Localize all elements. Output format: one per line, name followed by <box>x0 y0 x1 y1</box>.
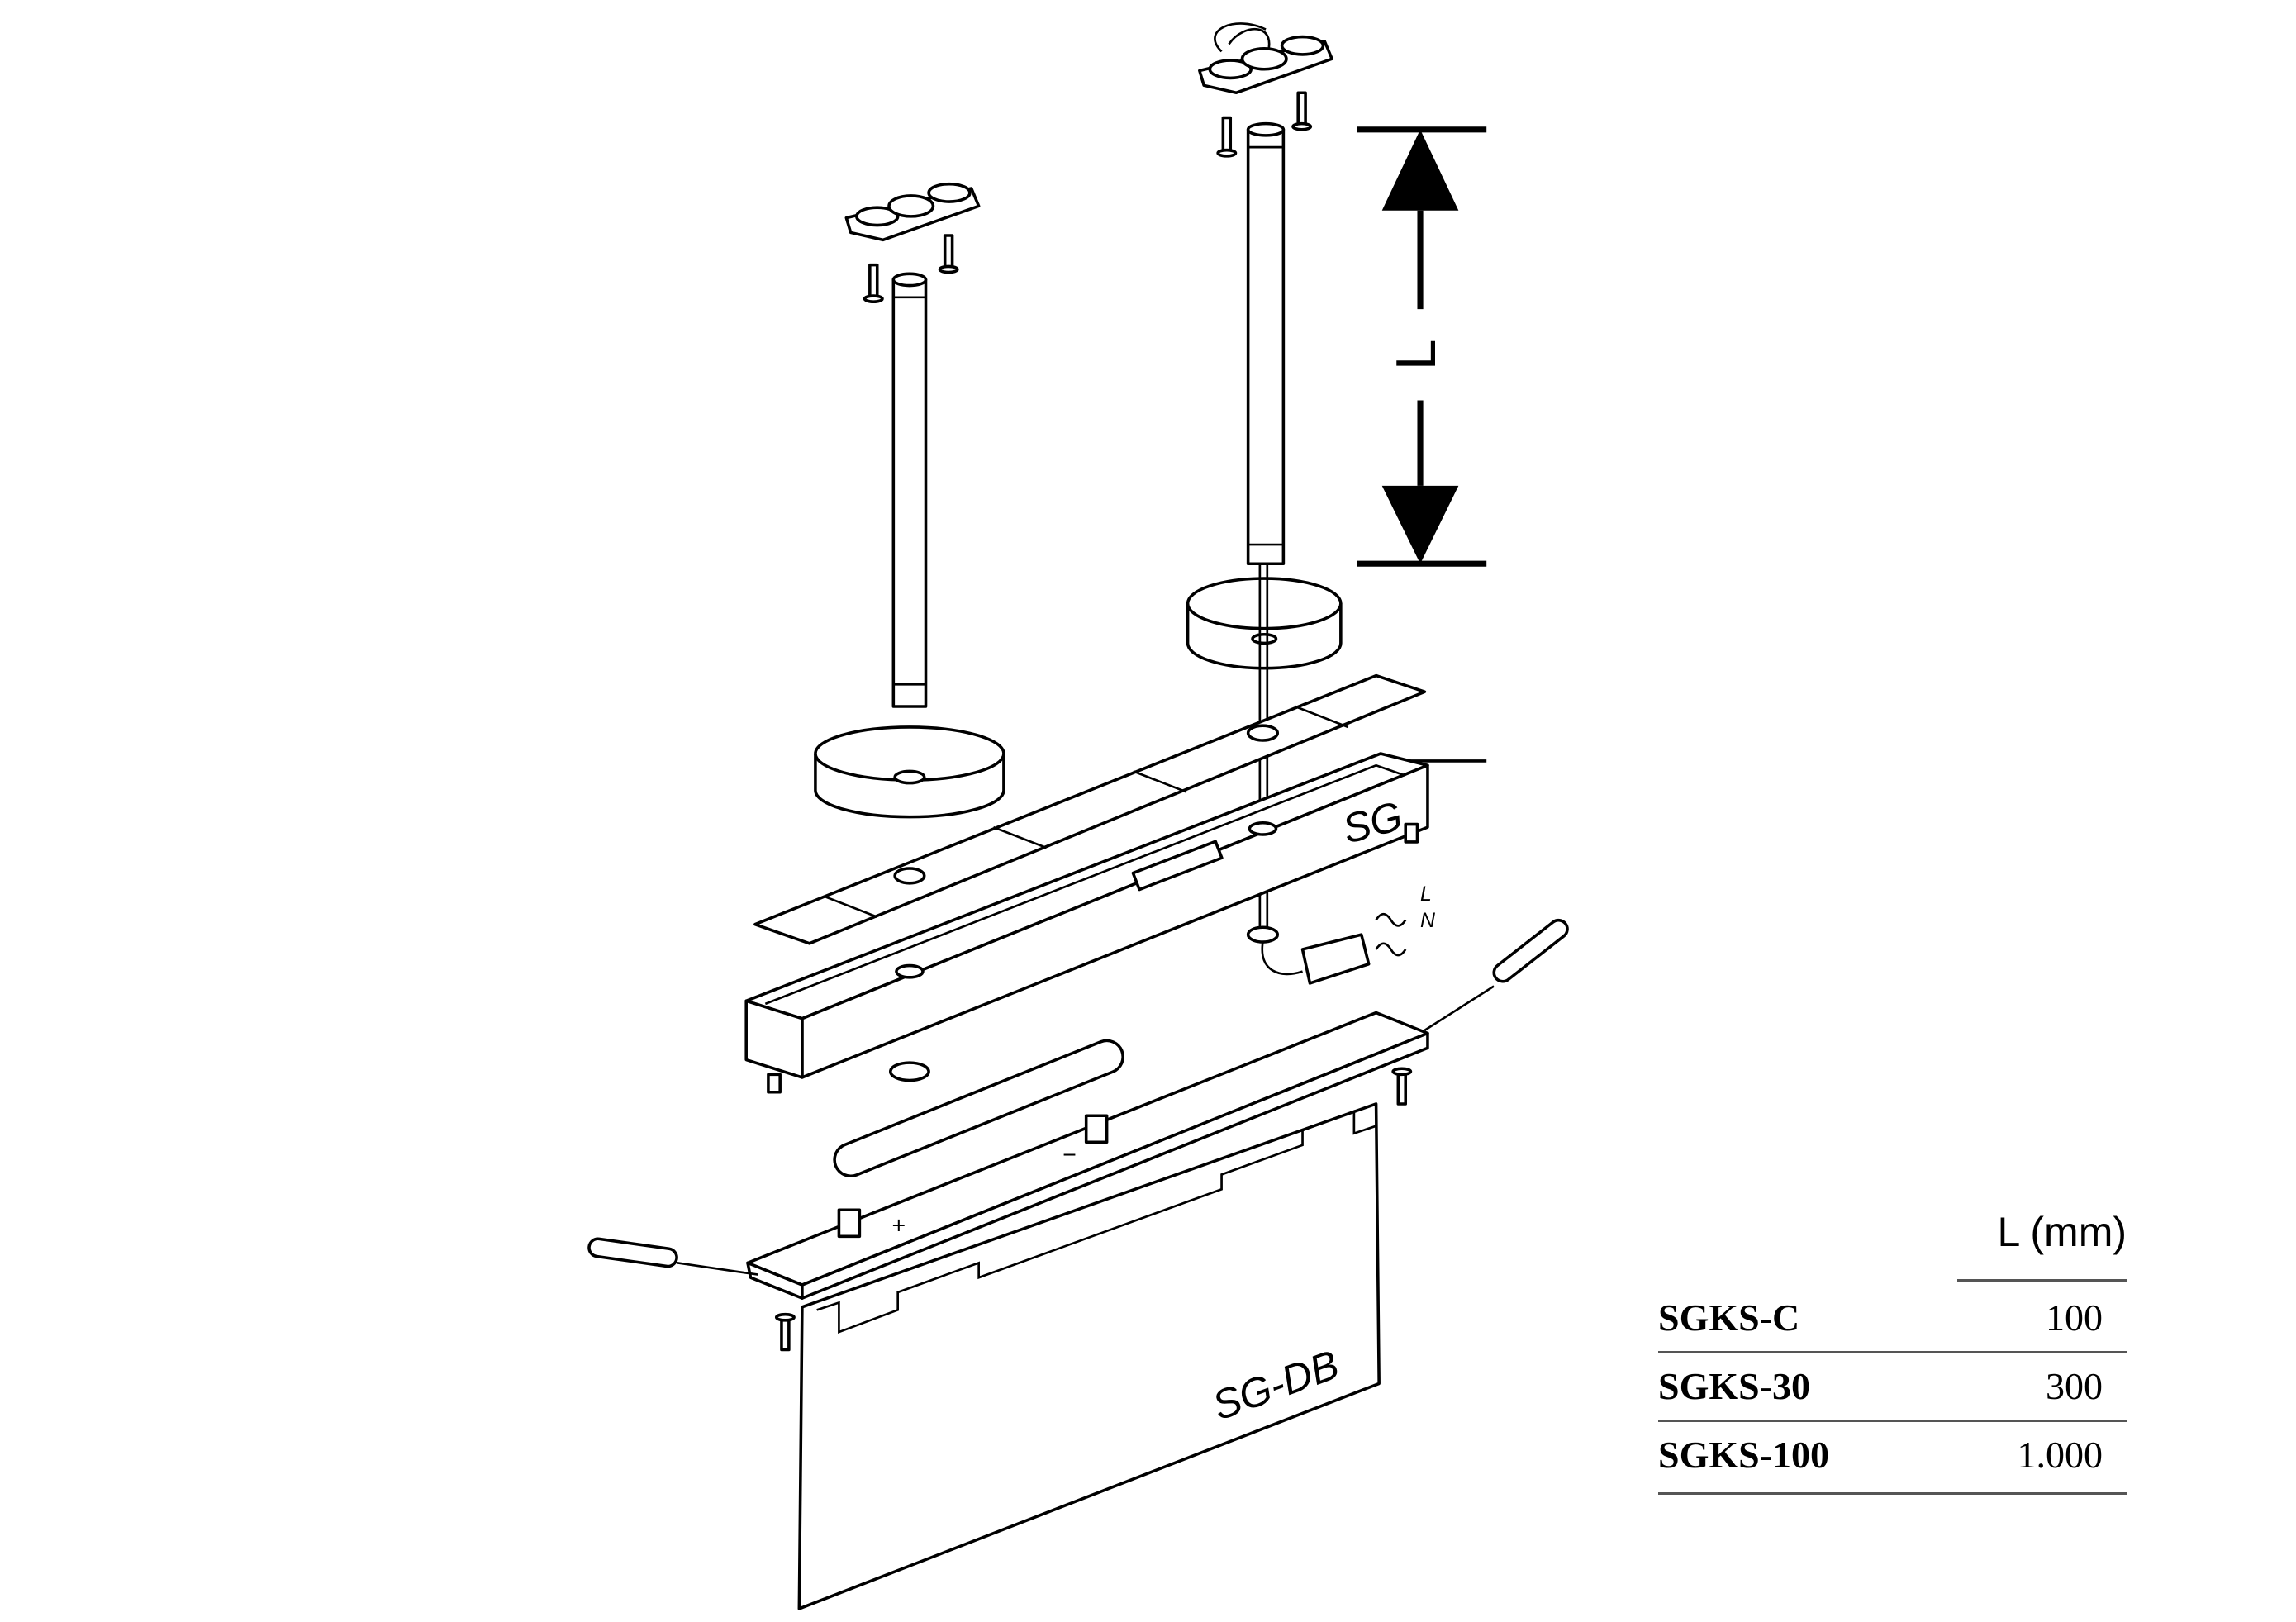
terminal-connector: L N <box>1246 882 1436 985</box>
tray-screws <box>774 1067 1413 1352</box>
left-screwdriver-icon <box>587 1237 758 1276</box>
row-model: SGKS-100 <box>1658 1434 1830 1476</box>
right-ceiling-cap <box>1198 22 1333 95</box>
sg-housing: SG <box>744 752 1429 1094</box>
right-screws <box>1216 91 1313 158</box>
row-length: 300 <box>2046 1365 2103 1407</box>
row-divider <box>1658 1351 2127 1353</box>
left-canopy-ring <box>814 725 1005 819</box>
row-length: 100 <box>2046 1296 2103 1339</box>
left-ceiling-cap <box>844 182 981 242</box>
dimension-l-label: L <box>1386 339 1447 370</box>
right-screwdriver-icon <box>1424 918 1569 1032</box>
row-model: SGKS-C <box>1658 1296 1800 1339</box>
left-rod <box>891 272 928 708</box>
row-model: SGKS-30 <box>1658 1365 1811 1407</box>
right-rod <box>1246 121 1286 566</box>
lower-tray: + − <box>746 1011 1429 1300</box>
header-divider <box>1957 1279 2127 1282</box>
row-divider <box>1658 1420 2127 1422</box>
wire-label-n: N <box>1420 909 1436 932</box>
right-canopy-ring <box>1186 577 1343 670</box>
washer <box>888 1061 930 1082</box>
row-divider <box>1658 1492 2127 1495</box>
row-length: 1.000 <box>2017 1434 2103 1476</box>
wire-label-l: L <box>1420 882 1432 906</box>
left-screws <box>863 234 959 303</box>
polarity-minus: − <box>1062 1142 1077 1168</box>
dimension-l: L <box>1357 126 1487 567</box>
mounting-plate <box>753 673 1427 945</box>
table-header-length: L (mm) <box>1997 1209 2127 1255</box>
light-tube <box>833 1039 1124 1178</box>
polarity-plus: + <box>892 1213 906 1239</box>
